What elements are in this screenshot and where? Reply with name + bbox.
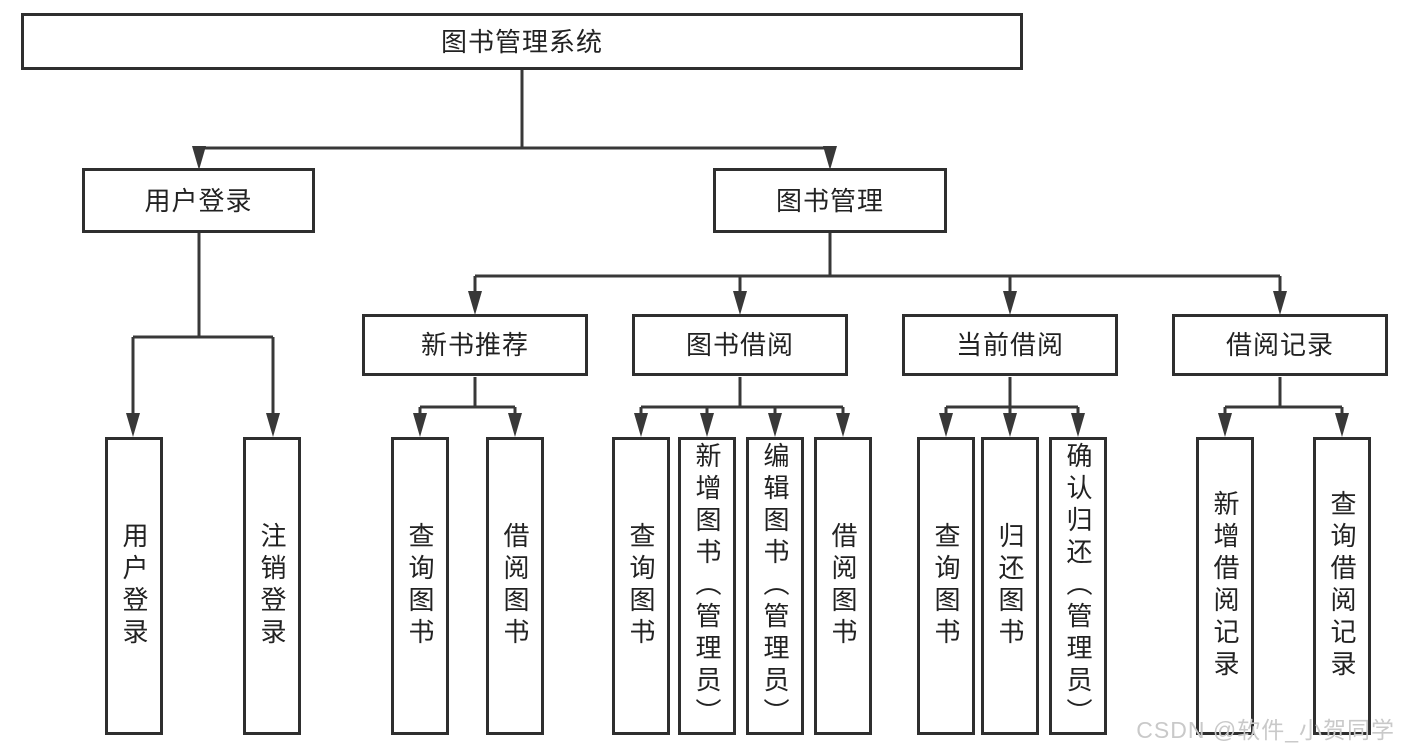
connector-root-to-level2: [192, 70, 837, 170]
node-root: 图书管理系统: [21, 13, 1023, 70]
leaf-newbook-query-book: 查询图书: [391, 437, 449, 735]
node-book-management: 图书管理: [713, 168, 947, 233]
connector-user-login-to-leaves: [126, 233, 280, 437]
leaf-records-query-record: 查询借阅记录: [1313, 437, 1371, 735]
node-borrow-records: 借阅记录: [1172, 314, 1388, 376]
connector-current-borrow-to-leaves: [939, 377, 1085, 437]
leaf-newbook-borrow-book: 借阅图书: [486, 437, 544, 735]
leaf-current-confirm-return-admin: 确认归还（管理员）: [1049, 437, 1107, 735]
leaf-current-return-book: 归还图书: [981, 437, 1039, 735]
leaf-borrow-add-book-admin: 新增图书（管理员）: [678, 437, 736, 735]
leaf-borrow-query-book: 查询图书: [612, 437, 670, 735]
node-book-borrow: 图书借阅: [632, 314, 848, 376]
connector-new-book-recommend-to-leaves: [413, 377, 522, 437]
connector-book-management-to-level3: [468, 233, 1287, 315]
leaf-logout-login: 注销登录: [243, 437, 301, 735]
node-user-login: 用户登录: [82, 168, 315, 233]
node-new-book-recommend: 新书推荐: [362, 314, 588, 376]
leaf-records-add-record: 新增借阅记录: [1196, 437, 1254, 735]
leaf-current-query-book: 查询图书: [917, 437, 975, 735]
leaf-borrow-edit-book-admin: 编辑图书（管理员）: [746, 437, 804, 735]
leaf-user-login: 用户登录: [105, 437, 163, 735]
leaf-borrow-borrow-book: 借阅图书: [814, 437, 872, 735]
connector-borrow-records-to-leaves: [1218, 377, 1349, 437]
connector-book-borrow-to-leaves: [634, 377, 850, 437]
node-current-borrow: 当前借阅: [902, 314, 1118, 376]
